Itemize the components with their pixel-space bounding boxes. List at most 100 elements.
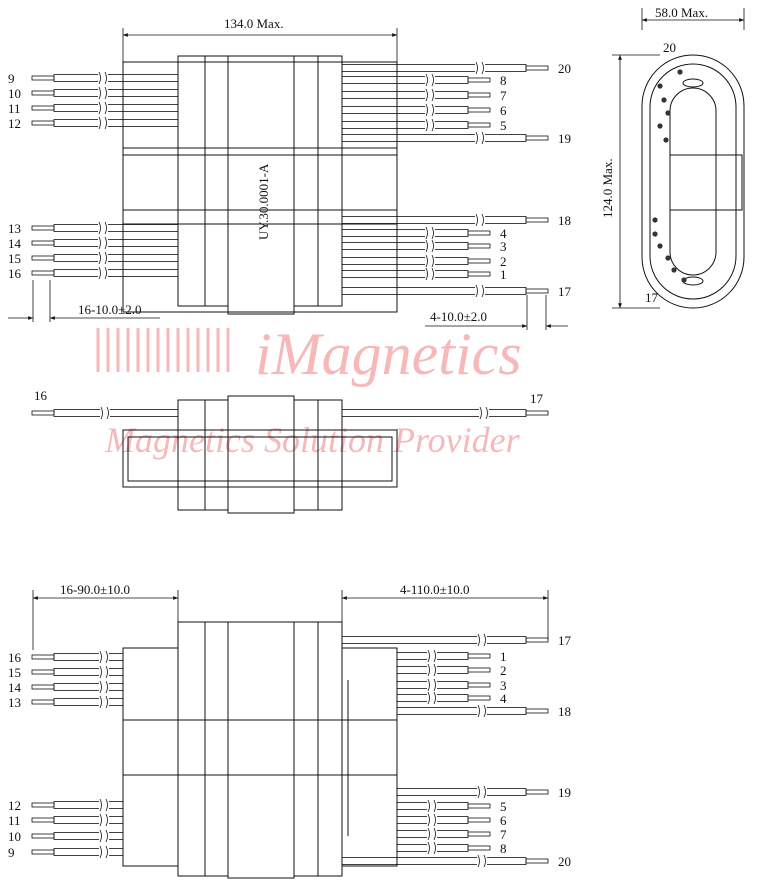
- wire-break-mark: [425, 226, 434, 240]
- wire-break-mark: [99, 798, 108, 812]
- wire-break-mark: [427, 841, 436, 855]
- pin-label: 10: [8, 86, 21, 101]
- wire-break-mark: [98, 266, 107, 280]
- wire-break-mark: [475, 61, 484, 75]
- lead-wire: [31, 251, 179, 265]
- wire-break-mark: [477, 704, 486, 718]
- pin-label: 7: [500, 827, 507, 842]
- pin-label: 13: [8, 221, 21, 236]
- pin-label: 4: [500, 226, 507, 241]
- pin-label: 1: [500, 267, 507, 282]
- bottom-view: 16-90.0±10.0 4-110.0±10.0 16151413121110…: [8, 582, 572, 879]
- middle-bobbin: [122, 429, 398, 488]
- watermark-brand: iMagnetics: [255, 321, 522, 387]
- lead-wire: [396, 704, 549, 718]
- wire-break-mark: [99, 695, 108, 709]
- side-pin-hole: [682, 78, 704, 88]
- part-number-label: UY.30.0001-A: [256, 163, 271, 240]
- lead-wire: [31, 845, 124, 859]
- wire-break-mark: [98, 236, 107, 250]
- lead-dot: [665, 255, 671, 261]
- pin-label: 11: [8, 101, 21, 116]
- lead-dot: [652, 231, 658, 237]
- side-height-label: 124.0 Max.: [600, 158, 615, 218]
- wire-break-mark: [477, 633, 486, 647]
- wire-break-mark: [99, 829, 108, 843]
- watermark: iMagnetics Magnetics Solution Provider: [96, 321, 522, 460]
- lead-dot: [657, 243, 663, 249]
- wire-break-mark: [477, 785, 486, 799]
- pin-label: 8: [500, 73, 507, 88]
- pin-label: 14: [8, 236, 22, 251]
- lead-wire: [31, 86, 179, 100]
- lead-dot: [671, 267, 677, 273]
- wire-break-mark: [475, 131, 484, 145]
- wire-break-mark: [475, 284, 484, 298]
- lead-wire: [341, 88, 491, 102]
- pin-label: 3: [500, 678, 507, 693]
- pin-label: 9: [8, 71, 15, 86]
- lead-dot: [652, 217, 658, 223]
- lead-wire: [341, 267, 491, 281]
- lead-wire: [31, 71, 179, 85]
- wire-break-mark: [427, 691, 436, 705]
- pin-label: 20: [558, 61, 571, 76]
- lead-wire: [31, 406, 179, 420]
- side-pin-top-label: 20: [663, 40, 676, 55]
- side-pin-bottom-label: 17: [645, 290, 659, 305]
- pin-label: 2: [500, 663, 507, 678]
- lead-wire: [31, 266, 179, 280]
- wire-break-mark: [427, 678, 436, 692]
- wire-break-mark: [477, 854, 486, 868]
- wire-break-mark: [425, 239, 434, 253]
- pin-label: 8: [500, 841, 507, 856]
- lead-wire: [31, 665, 124, 679]
- middle-view-wires: [31, 406, 549, 420]
- pin-label: 18: [558, 213, 571, 228]
- lead-wire: [396, 649, 491, 663]
- bottom-center-band-core: [227, 719, 295, 776]
- watermark-stripes: [96, 328, 230, 372]
- pin-label: 19: [558, 131, 571, 146]
- pin-label: 13: [8, 695, 21, 710]
- bottom-bobbin-right: [341, 647, 398, 867]
- lead-dot: [681, 277, 687, 283]
- lead-wire: [341, 254, 491, 268]
- top-view: 134.0 Max. UY.30.0001-A 9101112131415162…: [8, 16, 572, 330]
- side-inner-outline: [649, 63, 737, 300]
- middle-center-winding: [227, 395, 295, 514]
- pin-label: 20: [558, 854, 571, 869]
- wire-break-mark: [98, 101, 107, 115]
- lead-wire: [31, 829, 124, 843]
- middle-right-pin-label: 17: [530, 391, 544, 406]
- lead-wire: [31, 798, 124, 812]
- lead-wire: [396, 841, 491, 855]
- wire-break-mark: [427, 827, 436, 841]
- wire-break-mark: [98, 221, 107, 235]
- middle-left-pin-label: 16: [34, 388, 48, 403]
- right-lead-dim-label: 4-10.0±2.0: [430, 309, 487, 324]
- wire-break-mark: [100, 406, 109, 420]
- lead-wire: [341, 239, 491, 253]
- pin-label: 12: [8, 116, 21, 131]
- watermark-tagline: Magnetics Solution Provider: [104, 420, 521, 460]
- pin-label: 10: [8, 829, 21, 844]
- wire-break-mark: [479, 406, 488, 420]
- lead-wire: [396, 799, 491, 813]
- bottom-bobbin-left: [122, 647, 179, 867]
- lead-wire: [341, 118, 491, 132]
- wire-break-mark: [99, 665, 108, 679]
- pin-label: 7: [500, 88, 507, 103]
- pin-label: 9: [8, 845, 15, 860]
- bottom-core-left: [177, 621, 229, 877]
- side-window: [669, 87, 717, 276]
- wire-break-mark: [427, 813, 436, 827]
- bottom-center-band: [122, 719, 398, 776]
- lead-wire: [31, 221, 179, 235]
- wire-break-mark: [425, 254, 434, 268]
- lead-wire: [31, 101, 179, 115]
- pin-label: 6: [500, 103, 507, 118]
- pin-label: 2: [500, 254, 507, 269]
- lead-wire: [341, 406, 549, 420]
- middle-view: 16 17: [31, 388, 549, 514]
